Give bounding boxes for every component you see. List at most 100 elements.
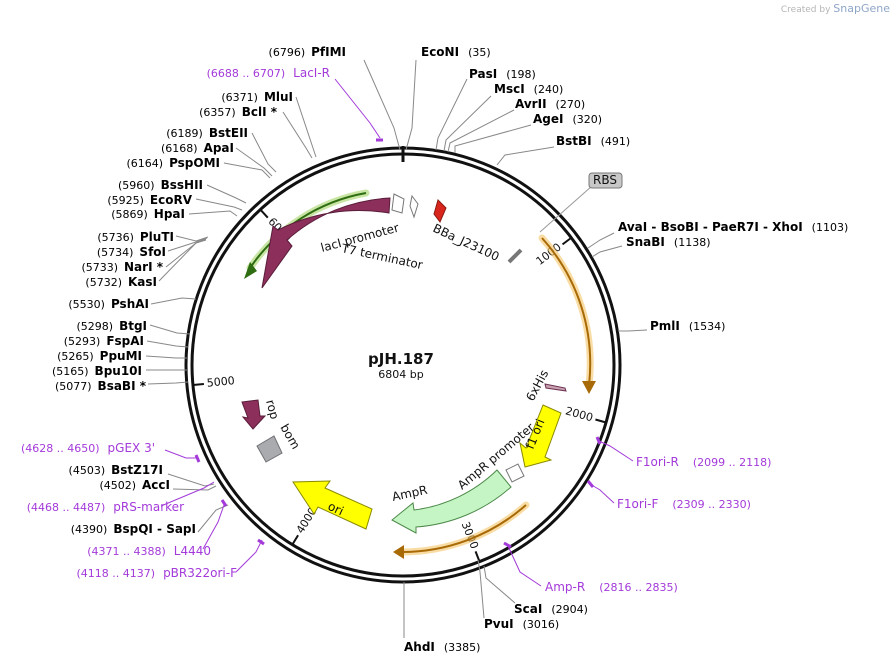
enzyme-ahdi[interactable]: AhdI(3385) — [404, 640, 480, 654]
enzyme-kasi[interactable]: KasI(5732) — [85, 275, 157, 289]
enzyme-apai[interactable]: ApaI(6168) — [161, 141, 234, 155]
enzyme-pvui[interactable]: PvuI(3016) — [484, 617, 559, 631]
enzyme-name: EcoNI — [421, 45, 459, 59]
enzyme-name: AvrII — [515, 97, 547, 111]
enzyme-name: BstBI — [556, 134, 592, 148]
primer-laci-r[interactable]: LacI-R(6688 .. 6707) — [207, 66, 330, 80]
ori-label: ori — [326, 499, 346, 518]
enzyme-ppumi[interactable]: PpuMI(5265) — [57, 349, 142, 363]
primer-pbr322ori-f[interactable]: pBR322ori-F (4118 .. 4137) — [77, 566, 238, 580]
primer-name: pBR322ori-F — [163, 566, 237, 580]
enzyme-scai[interactable]: ScaI(2904) — [514, 602, 588, 616]
enzyme-bsshii[interactable]: BssHII(5960) — [118, 178, 203, 192]
enzyme-bsteii[interactable]: BstEII(6189) — [166, 126, 248, 140]
leader-bsshii — [206, 184, 247, 204]
laci-promoter-glyph — [391, 193, 405, 214]
leader-ecorv — [195, 198, 243, 211]
primer-range: (2099 .. 2118) — [693, 456, 772, 469]
enzyme-acci[interactable]: AccI(4502) — [99, 478, 170, 492]
tick-label: 2000 — [564, 404, 594, 424]
leader-pvui — [477, 559, 485, 619]
primer-range: (6688 .. 6707) — [207, 67, 286, 80]
tick-4000 — [291, 534, 299, 546]
enzyme-position: (4502) — [99, 479, 136, 492]
primer-pgex-3[interactable]: pGEX 3'(4628 .. 4650) — [21, 441, 155, 455]
leader-pspomi — [223, 162, 271, 179]
enzyme-pasi[interactable]: PasI(198) — [469, 67, 536, 81]
leader-ppumi — [145, 355, 187, 359]
enzyme-pspomi[interactable]: PspOMI(6164) — [126, 156, 220, 170]
leader-bstbi — [496, 146, 555, 166]
enzyme-name: FspAI — [106, 334, 144, 348]
primer-name: L4440 — [174, 544, 211, 558]
enzyme-msci[interactable]: MscI(240) — [494, 82, 563, 96]
leader-avai — [587, 232, 615, 249]
enzyme-position: (6164) — [126, 157, 163, 170]
f1-ori-arrow[interactable] — [519, 404, 562, 468]
enzyme-pshai[interactable]: PshAI(5530) — [68, 297, 149, 311]
leader-fspai — [146, 340, 189, 348]
leader-lines — [145, 59, 648, 638]
enzyme-avrii[interactable]: AvrII(270) — [515, 97, 585, 111]
enzyme-mlui[interactable]: MluI(6371) — [221, 90, 293, 104]
enzyme-name: EcoRV — [150, 193, 193, 207]
cds-right-line — [541, 237, 592, 386]
enzyme-avai-bsobi-paer7i-xhoi[interactable]: AvaI - BsoBI - PaeR7I - XhoI(1103) — [618, 220, 848, 234]
enzyme-hpai[interactable]: HpaI(5869) — [111, 207, 185, 221]
enzyme-bsabi[interactable]: BsaBI *(5077) — [55, 379, 147, 393]
ori-arrow[interactable] — [292, 480, 373, 530]
leader-agei — [454, 124, 532, 153]
primer-prs-marker[interactable]: pRS-marker(4468 .. 4487) — [27, 500, 184, 514]
enzyme-name: PluTI — [140, 230, 174, 244]
enzyme-pmli[interactable]: PmlI(1534) — [650, 319, 725, 333]
enzyme-snabi[interactable]: SnaBI(1138) — [626, 235, 710, 249]
enzyme-ecorv[interactable]: EcoRV(5925) — [107, 193, 192, 207]
enzyme-bstbi[interactable]: BstBI(491) — [556, 134, 630, 148]
enzyme-position: (5960) — [118, 179, 155, 192]
enzyme-bcli[interactable]: BclI *(6357) — [199, 105, 278, 119]
primer-f1ori-r[interactable]: F1ori-R(2099 .. 2118) — [636, 455, 771, 469]
primer-l4440[interactable]: L4440 (4371 .. 4388) — [87, 544, 211, 558]
leader-bspqi — [197, 504, 229, 533]
primer-leader-laci-r — [334, 78, 381, 139]
enzyme-btgi[interactable]: BtgI(5298) — [76, 319, 147, 333]
enzyme-fspai[interactable]: FspAI(5293) — [64, 334, 144, 348]
enzyme-position: (198) — [506, 68, 536, 81]
enzyme-bspqi-sapi[interactable]: BspQI - SapI(4390) — [71, 522, 196, 536]
primer-leader-pgex — [164, 449, 197, 459]
leader-bcli — [282, 111, 313, 159]
t7-terminator-label: T7 terminator — [339, 241, 424, 272]
rbs-box — [588, 172, 623, 189]
enzyme-nari[interactable]: NarI *(5733) — [81, 260, 163, 274]
primer-f1ori-f[interactable]: F1ori-F(2309 .. 2330) — [617, 497, 751, 511]
enzyme-bpu10i[interactable]: Bpu10I(5165) — [52, 364, 142, 378]
enzyme-econi[interactable]: EcoNI(35) — [421, 45, 491, 59]
enzyme-position: (3385) — [444, 641, 481, 654]
primer-amp-r[interactable]: Amp-R(2816 .. 2835) — [545, 580, 678, 594]
enzyme-name: PmlI — [650, 319, 680, 333]
enzyme-position: (6357) — [199, 106, 236, 119]
enzyme-position: (5732) — [85, 276, 122, 289]
enzyme-position: (5734) — [97, 246, 134, 259]
primer-range: (4118 .. 4137) — [77, 567, 156, 580]
primer-range: (4371 .. 4388) — [87, 545, 166, 558]
tick-label: 5000 — [206, 374, 235, 390]
enzyme-agei[interactable]: AgeI(320) — [533, 112, 602, 126]
rbs-label: RBS — [593, 173, 617, 187]
enzyme-name: BtgI — [119, 319, 147, 333]
enzyme-pfimi[interactable]: PfIMI (6796) — [269, 45, 346, 59]
enzyme-position: (2904) — [551, 603, 588, 616]
ampr-arrow[interactable] — [391, 469, 512, 534]
primer-mark-pbr322 — [257, 538, 265, 546]
enzyme-position: (4503) — [69, 464, 106, 477]
enzyme-bstz17i[interactable]: BstZ17I(4503) — [69, 463, 163, 477]
primer-mark-f1ori-r — [595, 436, 602, 445]
enzyme-name: PfIMI — [311, 45, 346, 59]
enzyme-pluti[interactable]: PluTI(5736) — [97, 230, 174, 244]
laci-arrow[interactable] — [261, 197, 391, 289]
primer-leader-l4440 — [202, 504, 225, 550]
rop-arrow[interactable] — [241, 399, 267, 430]
enzyme-position: (6796) — [269, 46, 306, 59]
enzyme-sfoi[interactable]: SfoI(5734) — [97, 245, 166, 259]
